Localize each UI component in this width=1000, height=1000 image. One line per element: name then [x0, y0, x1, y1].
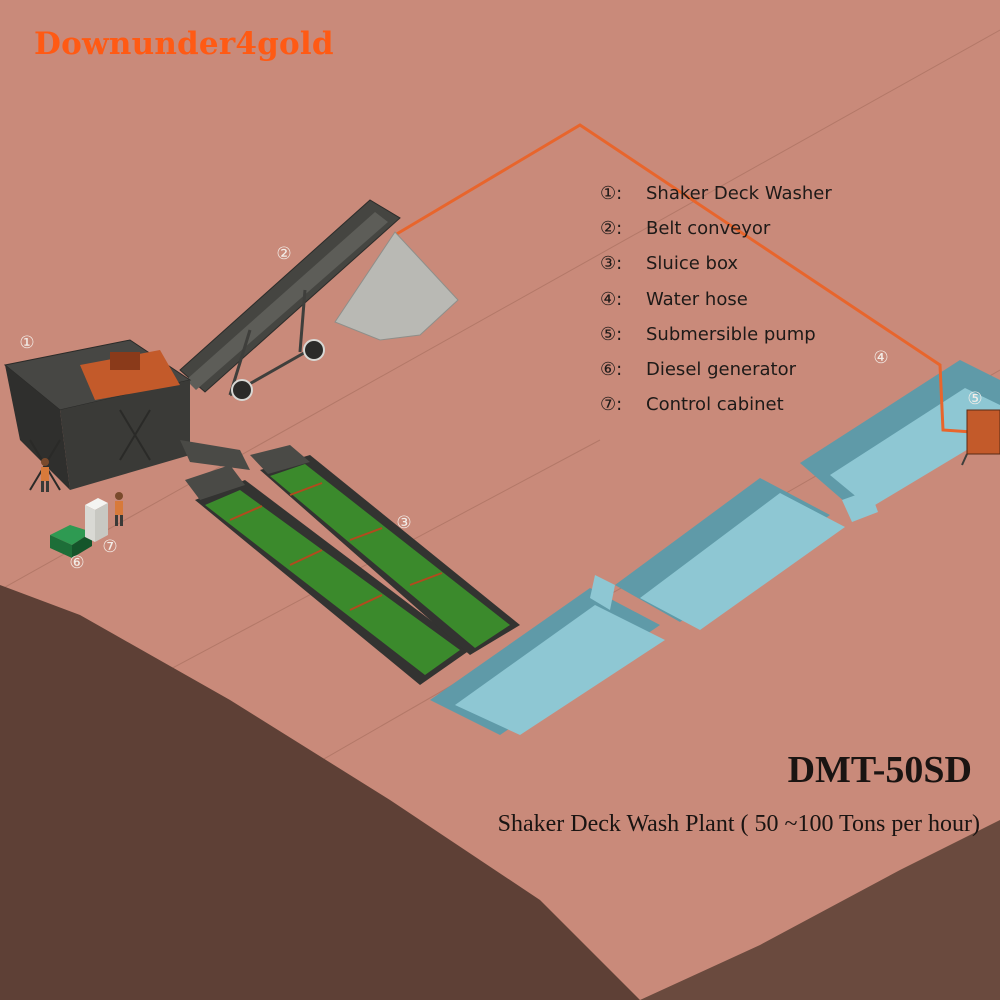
worker-icon: [41, 458, 123, 526]
legend-number: ⑥:: [600, 358, 623, 380]
marker-sluice: ③: [396, 513, 412, 533]
submersible-pump-icon: [961, 409, 1000, 466]
legend-item: ⑥: Diesel generator: [600, 354, 832, 389]
diesel-generator-icon: [50, 525, 92, 558]
brand-title: Downunder4gold: [34, 26, 334, 62]
slope-left: [0, 585, 640, 1000]
legend-label: Shaker Deck Washer: [646, 183, 832, 204]
legend-label: Belt conveyor: [646, 218, 771, 240]
shaker-deck-washer-icon: [3, 339, 250, 491]
marker-cabinet: ⑦: [102, 537, 118, 557]
belt-conveyor-icon: [179, 199, 401, 401]
legend-number: ①:: [600, 183, 623, 204]
marker-washer: ①: [19, 333, 35, 353]
legend-item: ④: Water hose: [600, 284, 832, 319]
plant-description: Shaker Deck Wash Plant ( 50 ~100 Tons pe…: [497, 811, 980, 837]
slope-right: [640, 820, 1000, 1000]
marker-hose: ④: [873, 348, 889, 368]
legend-number: ③:: [600, 253, 623, 275]
legend-number: ④:: [600, 288, 623, 310]
legend-label: Control cabinet: [646, 394, 784, 416]
legend-number: ⑦:: [600, 394, 623, 416]
legend-item: ③: Sluice box: [600, 248, 832, 283]
marker-generator: ⑥: [69, 553, 85, 573]
sluice-box-icon: [185, 445, 520, 685]
settling-pond-icon: [430, 360, 1000, 735]
legend-label: Water hose: [646, 288, 748, 310]
control-cabinet-icon: [85, 498, 108, 542]
pond-water-middle: [640, 493, 845, 630]
legend-label: Sluice box: [646, 253, 739, 275]
legend-item: ①: Shaker Deck Washer: [600, 178, 832, 213]
legend-number: ⑤:: [600, 323, 623, 345]
legend-item: ②: Belt conveyor: [600, 213, 832, 248]
legend-item: ⑦: Control cabinet: [600, 389, 832, 424]
legend-number: ②:: [600, 218, 623, 240]
marker-pump: ⑤: [967, 389, 983, 409]
water-hose-icon: [394, 123, 973, 434]
pond-water-lower-a: [455, 605, 665, 735]
component-legend: ①: Shaker Deck Washer ②: Belt conveyor ③: Slu…: [600, 178, 832, 424]
gravel-pile-icon: [334, 231, 459, 341]
legend-label: Submersible pump: [646, 323, 816, 345]
model-number: DMT-50SD: [787, 749, 972, 791]
marker-conveyor: ②: [276, 244, 292, 264]
legend-label: Diesel generator: [646, 358, 796, 380]
pond-water-upper: [830, 388, 1000, 508]
legend-item: ⑤: Submersible pump: [600, 319, 832, 354]
